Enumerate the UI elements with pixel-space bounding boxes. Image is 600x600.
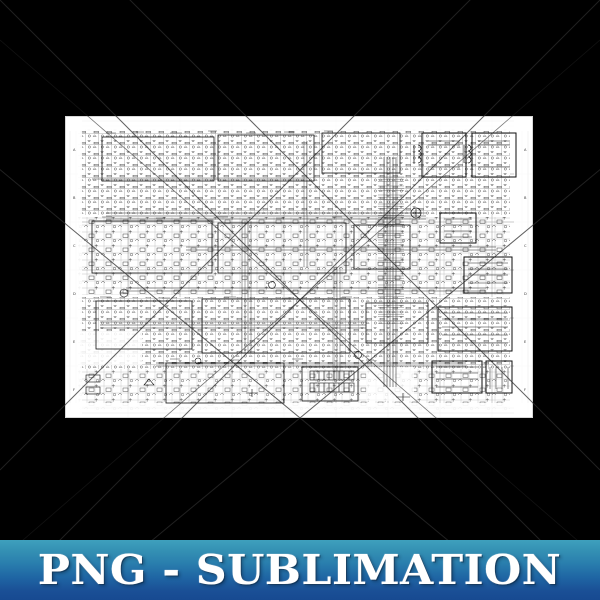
svg-text:F: F bbox=[73, 388, 75, 392]
svg-text:D: D bbox=[524, 292, 527, 296]
schematic-svg: ABC DEF ABC DEF bbox=[66, 117, 532, 417]
svg-text:F: F bbox=[524, 388, 526, 392]
svg-text:D: D bbox=[73, 292, 76, 296]
banner-label: PNG - SUBLIMATION bbox=[38, 545, 562, 594]
png-sublimation-banner: PNG - SUBLIMATION bbox=[0, 540, 600, 600]
